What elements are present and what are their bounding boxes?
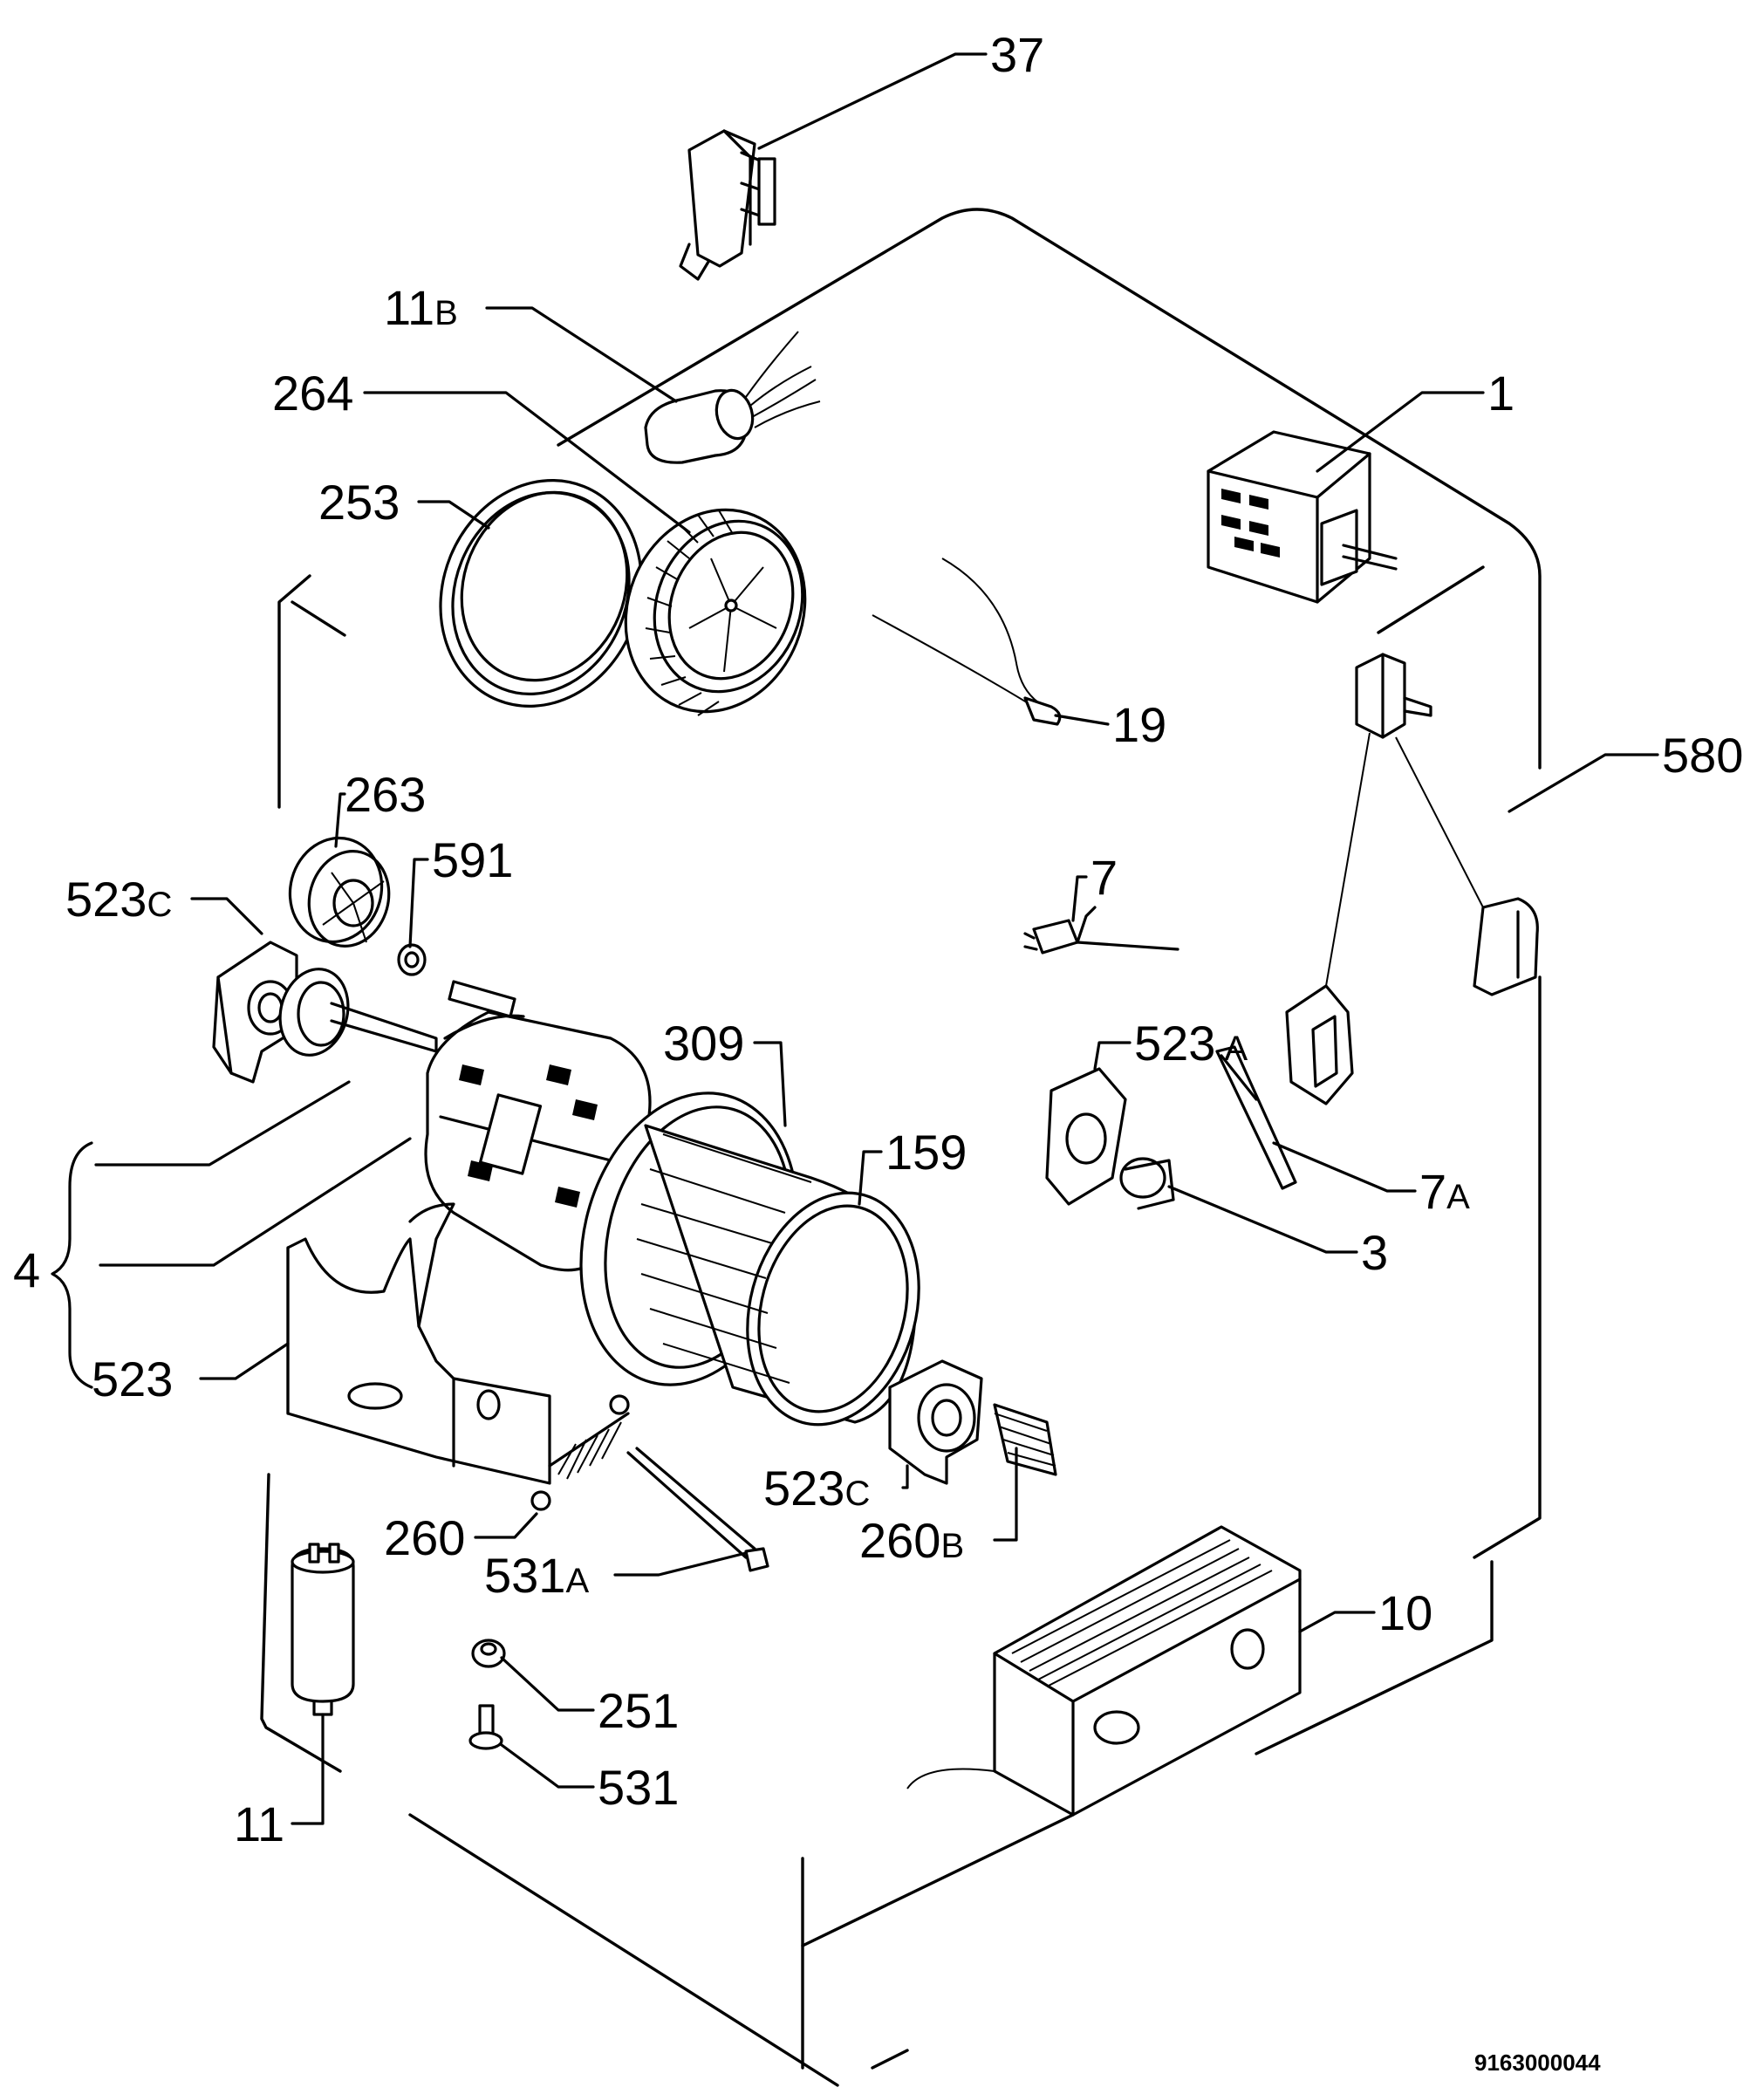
label-309: 309: [663, 1016, 744, 1071]
part-260b-spring: [993, 1403, 1057, 1476]
leader-lines: [51, 52, 1659, 1825]
label-253: 253: [318, 475, 400, 530]
label-10: 10: [1378, 1585, 1432, 1640]
part-523-motor-cradle: [286, 1202, 551, 1485]
part-531a-bolt: [626, 1447, 769, 1572]
label-523: 523: [92, 1352, 173, 1406]
part-159-drum-fan: [579, 1091, 920, 1427]
part-580-switch-assembly: [1285, 653, 1539, 1105]
label-159: 159: [885, 1125, 967, 1180]
label-580: 580: [1662, 728, 1743, 783]
label-591: 591: [432, 832, 513, 887]
label-264: 264: [272, 366, 353, 421]
part-523c-left-bracket: [212, 941, 298, 1084]
label-531a: 531A: [484, 1548, 589, 1603]
label-37: 37: [990, 27, 1044, 82]
label-523c-right: 523C: [763, 1461, 870, 1516]
part-1-timer: [1207, 430, 1398, 604]
label-531: 531: [598, 1760, 679, 1815]
label-19: 19: [1112, 697, 1166, 752]
part-11b-capacitor: [644, 331, 821, 464]
part-264-fan-impeller: [624, 508, 807, 716]
label-260: 260: [384, 1510, 465, 1565]
part-523c-right-bracket: [888, 1359, 983, 1485]
part-7-microswitch: [1023, 906, 1179, 955]
part-10-heater: [906, 1525, 1302, 1817]
part-260-spring: [530, 1394, 630, 1511]
label-3: 3: [1361, 1225, 1388, 1280]
part-591-washer: [397, 943, 427, 976]
label-260b: 260B: [859, 1513, 964, 1568]
label-11b: 11B: [384, 280, 458, 335]
part-251-grommet: [471, 1639, 506, 1668]
label-251: 251: [598, 1683, 679, 1738]
part-3-thermostat: [1119, 1157, 1175, 1210]
label-4: 4: [13, 1242, 40, 1297]
label-263: 263: [345, 767, 426, 822]
part-37-connector: [679, 129, 776, 281]
document-number: 9163000044: [1474, 2050, 1601, 2076]
part-523a-gasket: [1045, 1067, 1127, 1206]
label-7: 7: [1091, 850, 1118, 905]
part-263-pulley: [288, 836, 391, 948]
part-labels: 37 11B 264 253 1 19 580 263 591 523C 7 5…: [13, 27, 1743, 2076]
cabinet-outline: [260, 208, 1542, 2087]
label-11: 11: [234, 1796, 284, 1851]
label-523c-left: 523C: [65, 872, 172, 927]
part-11-capacitor: [291, 1543, 355, 1716]
part-19-sensor: [872, 558, 1062, 726]
part-531-screw: [468, 1704, 503, 1750]
label-7a: 7A: [1419, 1164, 1470, 1219]
label-1: 1: [1487, 366, 1514, 421]
part-7a-lever: [1215, 1045, 1297, 1190]
